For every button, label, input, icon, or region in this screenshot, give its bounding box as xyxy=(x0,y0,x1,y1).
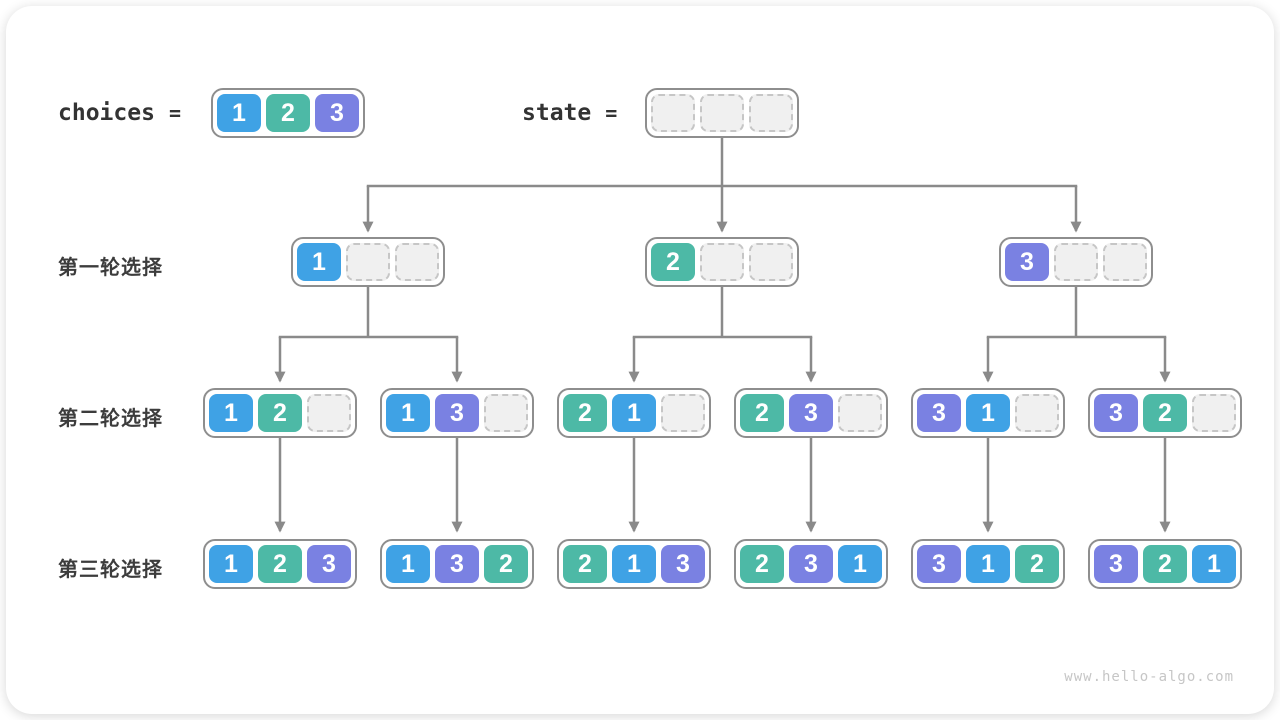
value-cell: 1 xyxy=(966,545,1010,583)
state-equals-sign: = xyxy=(605,101,618,125)
state-array-root xyxy=(645,88,799,138)
value-cell: 2 xyxy=(563,545,607,583)
empty-slot xyxy=(307,394,351,432)
empty-slot xyxy=(1054,243,1098,281)
value-cell: 2 xyxy=(1015,545,1059,583)
value-cell: 3 xyxy=(917,394,961,432)
choices-equals-sign: = xyxy=(168,101,181,125)
value-cell: 3 xyxy=(789,545,833,583)
value-cell: 3 xyxy=(789,394,833,432)
value-cell: 1 xyxy=(217,94,261,132)
value-cell: 3 xyxy=(435,394,479,432)
empty-slot xyxy=(395,243,439,281)
value-cell: 2 xyxy=(258,394,302,432)
empty-slot xyxy=(1192,394,1236,432)
value-cell: 1 xyxy=(386,394,430,432)
value-cell: 2 xyxy=(1143,545,1187,583)
value-cell: 1 xyxy=(612,394,656,432)
value-cell: 1 xyxy=(386,545,430,583)
empty-slot xyxy=(661,394,705,432)
round-1-label: 第一轮选择 xyxy=(58,257,163,279)
value-cell: 2 xyxy=(266,94,310,132)
value-cell: 3 xyxy=(661,545,705,583)
state-box-3: 3 xyxy=(999,237,1153,287)
value-cell: 1 xyxy=(966,394,1010,432)
value-cell: 2 xyxy=(258,545,302,583)
empty-slot xyxy=(1015,394,1059,432)
empty-slot xyxy=(700,94,744,132)
value-cell: 1 xyxy=(209,394,253,432)
value-cell: 2 xyxy=(484,545,528,583)
value-cell: 2 xyxy=(740,394,784,432)
card-background xyxy=(6,6,1274,714)
empty-slot xyxy=(1103,243,1147,281)
empty-slot xyxy=(651,94,695,132)
choices-label: choices xyxy=(58,100,155,126)
value-cell: 2 xyxy=(651,243,695,281)
choices-header: choices = xyxy=(58,88,181,138)
value-cell: 3 xyxy=(307,545,351,583)
value-cell: 3 xyxy=(917,545,961,583)
value-cell: 2 xyxy=(740,545,784,583)
empty-slot xyxy=(838,394,882,432)
value-cell: 1 xyxy=(838,545,882,583)
value-cell: 1 xyxy=(297,243,341,281)
value-cell: 3 xyxy=(315,94,359,132)
value-cell: 2 xyxy=(1143,394,1187,432)
empty-slot xyxy=(700,243,744,281)
value-cell: 1 xyxy=(612,545,656,583)
state-header: state = xyxy=(522,88,617,138)
value-cell: 3 xyxy=(435,545,479,583)
state-box-2: 2 xyxy=(645,237,799,287)
empty-slot xyxy=(484,394,528,432)
value-cell: 1 xyxy=(209,545,253,583)
round-3-label: 第三轮选择 xyxy=(58,559,163,581)
watermark: www.hello-algo.com xyxy=(1064,669,1234,685)
round-2-label: 第二轮选择 xyxy=(58,408,163,430)
value-cell: 2 xyxy=(563,394,607,432)
empty-slot xyxy=(749,94,793,132)
value-cell: 3 xyxy=(1094,394,1138,432)
value-cell: 3 xyxy=(1094,545,1138,583)
empty-slot xyxy=(346,243,390,281)
value-cell: 1 xyxy=(1192,545,1236,583)
value-cell: 3 xyxy=(1005,243,1049,281)
state-label: state xyxy=(522,100,592,126)
empty-slot xyxy=(749,243,793,281)
state-box-1: 1 xyxy=(291,237,445,287)
